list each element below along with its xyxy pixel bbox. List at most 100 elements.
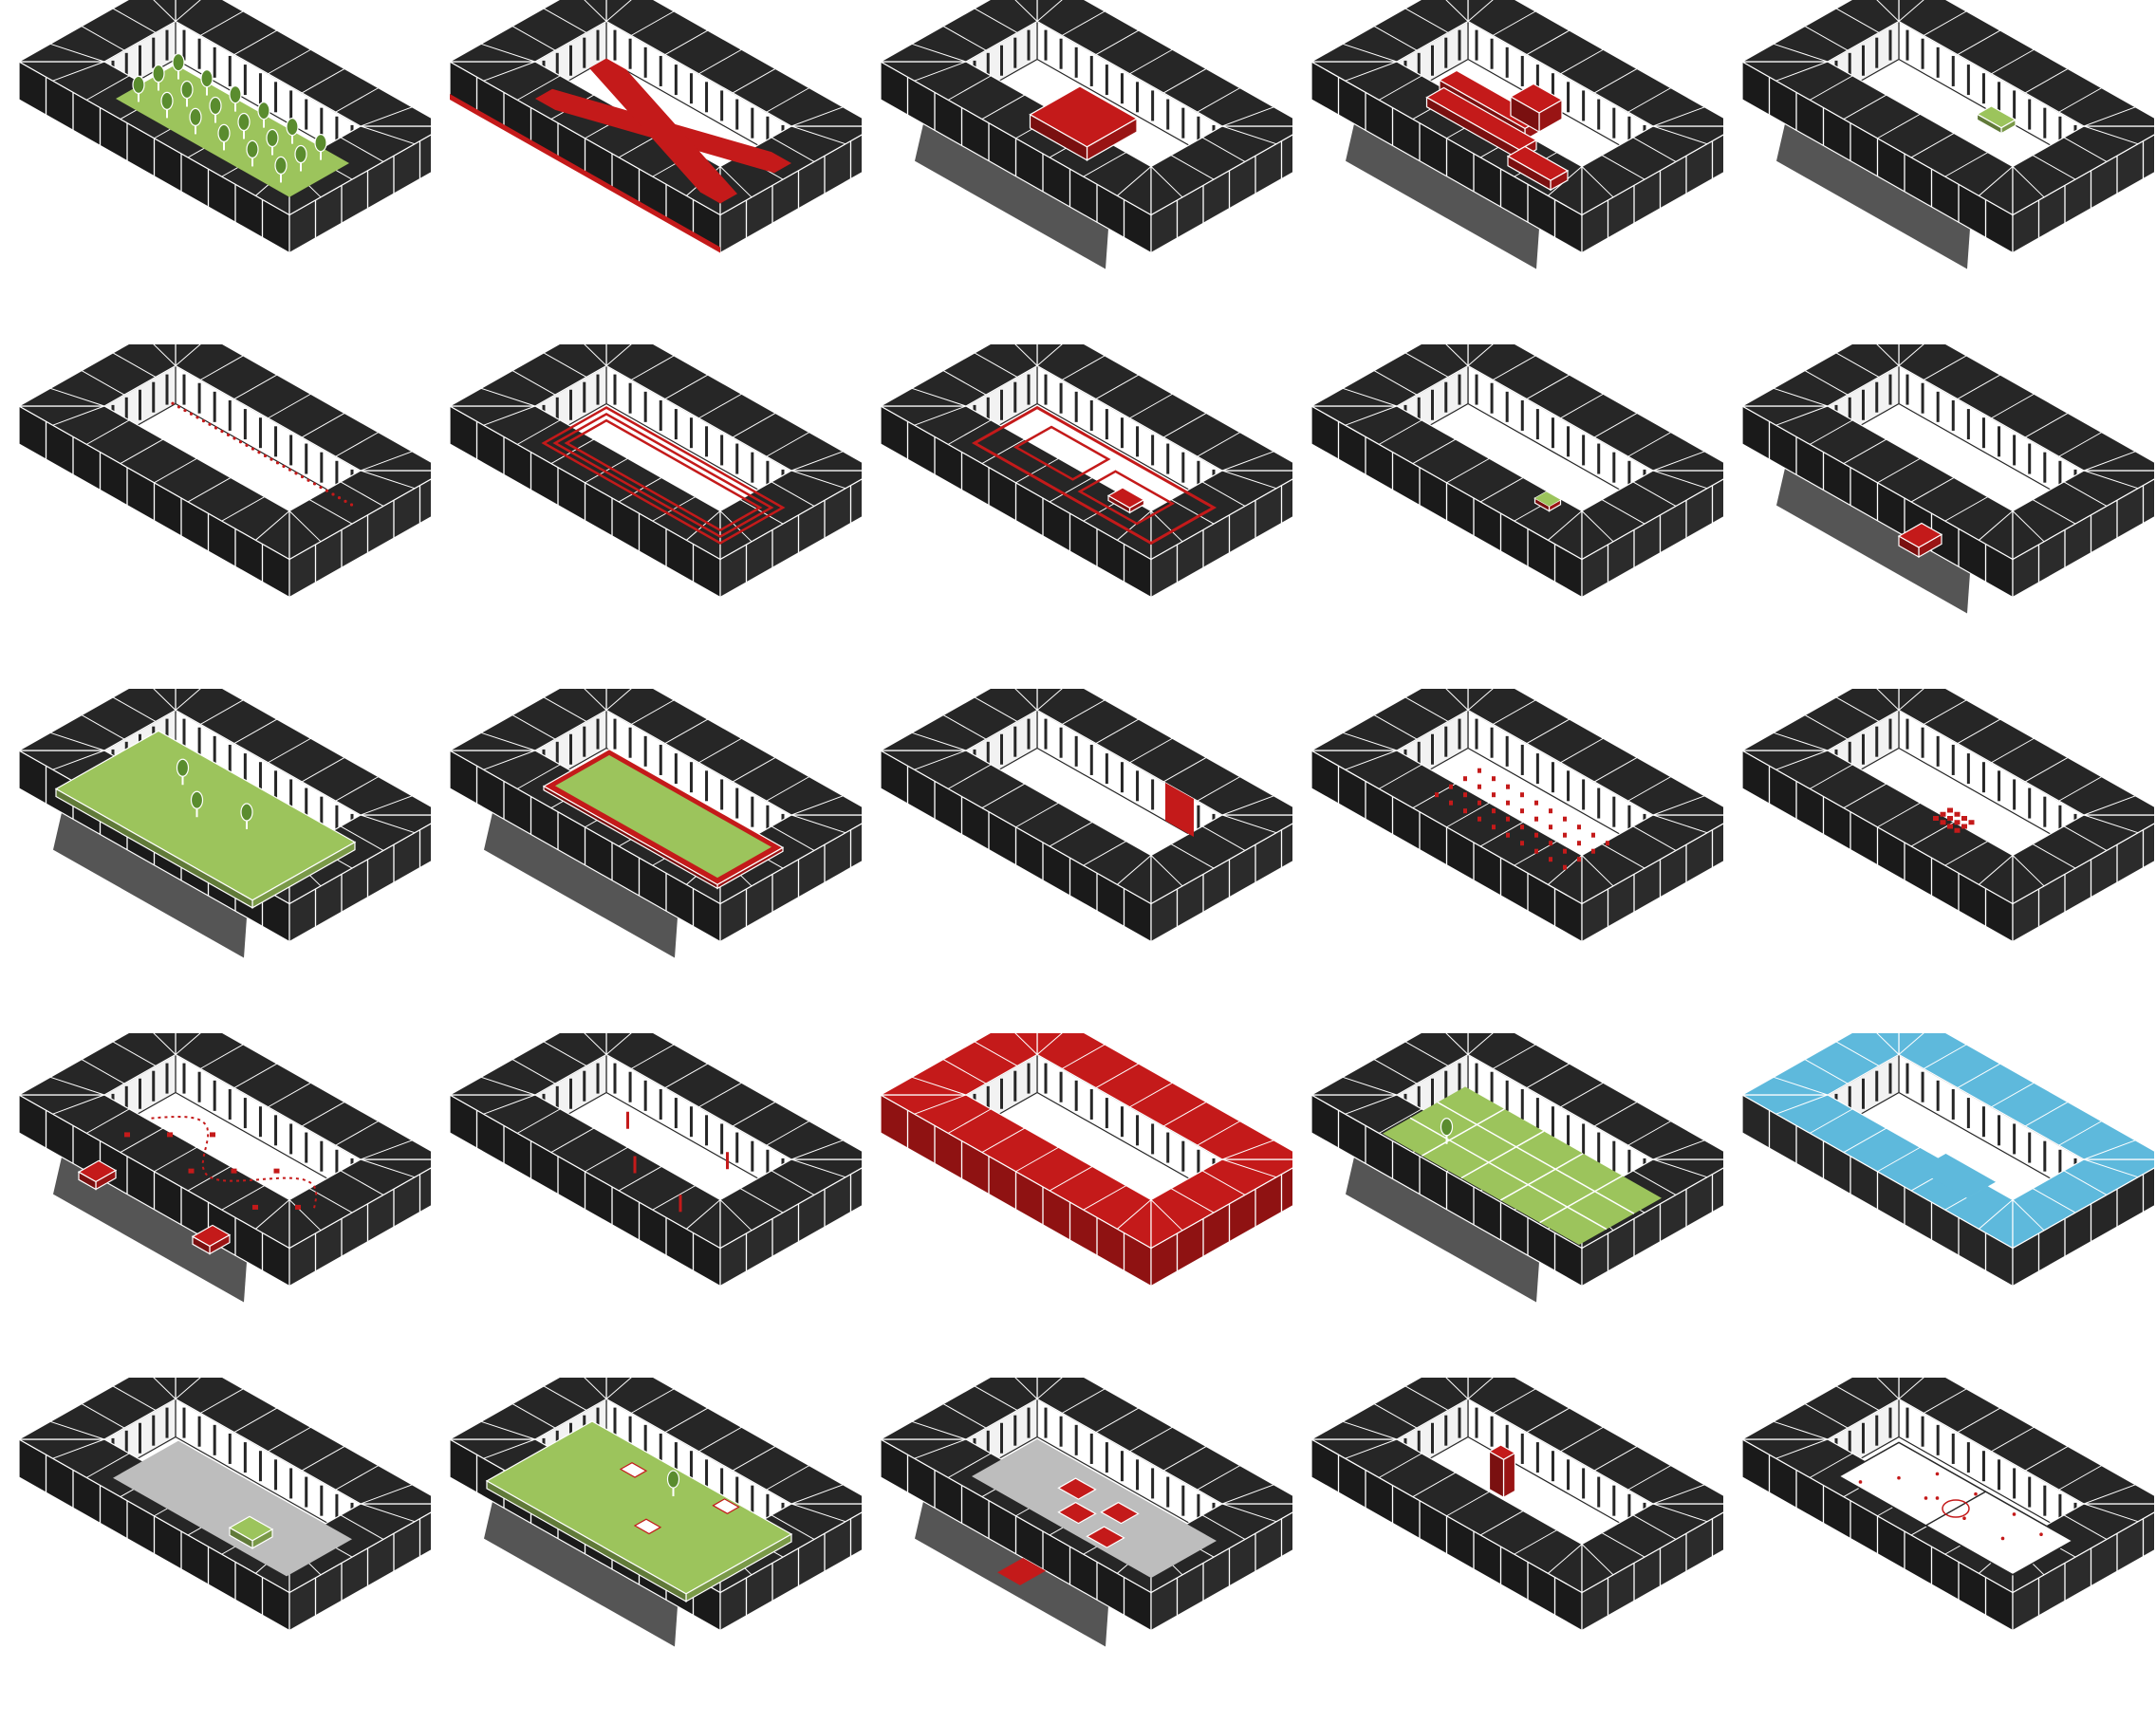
diagram-green-grid-field	[1292, 1033, 1723, 1378]
red-seat	[1577, 857, 1581, 862]
player-dot	[1936, 1496, 1940, 1500]
red-tower	[1490, 1445, 1515, 1497]
red-table	[1947, 824, 1953, 829]
red-seat	[1506, 817, 1510, 822]
red-node	[167, 1132, 173, 1137]
red-seat	[1492, 824, 1496, 829]
red-tower-side-b	[1490, 1452, 1504, 1498]
tree-icon	[247, 140, 258, 157]
red-dot	[270, 458, 272, 461]
diagram-red-tower	[1292, 1378, 1723, 1722]
red-seat	[1520, 841, 1524, 845]
red-dot	[282, 465, 285, 468]
tree-icon	[201, 70, 213, 87]
diagram-tile	[0, 689, 431, 1033]
diagram-tile	[0, 344, 431, 689]
tree-icon	[230, 86, 241, 103]
red-seat	[1478, 785, 1481, 789]
red-dot	[208, 423, 211, 426]
courtyard-block	[19, 1378, 431, 1631]
tree-icon	[258, 102, 270, 120]
diagram-small-red-kiosk	[1292, 344, 1723, 689]
tree-icon	[275, 157, 287, 174]
red-dot	[264, 454, 267, 457]
player-dot	[1936, 1473, 1940, 1476]
courtyard-block	[881, 689, 1292, 942]
courtyard-block	[881, 1033, 1292, 1287]
diagram-red-posts	[431, 1033, 862, 1378]
diagram-tile	[431, 689, 862, 1033]
tree-icon	[210, 98, 221, 115]
tree-icon	[1441, 1119, 1453, 1136]
red-table	[1961, 816, 1967, 821]
red-table	[1947, 816, 1953, 821]
diagram-red-seating-rows	[1292, 689, 1723, 1033]
red-table	[1941, 812, 1946, 817]
diagram-tile	[1292, 1033, 1723, 1378]
courtyard-block	[1742, 1378, 2154, 1631]
courtyard-block	[881, 1378, 1292, 1647]
red-seat	[1520, 792, 1524, 797]
red-dot	[331, 492, 334, 495]
red-dot	[227, 434, 230, 436]
red-seat	[1506, 833, 1510, 838]
diagram-football-pitch	[1723, 1378, 2154, 1722]
red-table	[1947, 808, 1953, 813]
player-dot	[1962, 1516, 1966, 1520]
diagram-tile	[0, 0, 431, 344]
red-node	[252, 1205, 258, 1210]
red-seat	[1463, 776, 1467, 781]
diagram-red-table-cluster	[1723, 689, 2154, 1033]
red-table	[1969, 820, 1975, 824]
red-dot	[177, 405, 180, 408]
red-dot	[195, 416, 198, 418]
red-dot	[307, 479, 309, 482]
courtyard-block	[1742, 344, 2154, 614]
courtyard-block	[19, 689, 431, 958]
red-seat	[1563, 817, 1567, 822]
diagram-tile	[1292, 689, 1723, 1033]
player-dot	[1897, 1476, 1901, 1480]
red-dot	[350, 503, 353, 506]
red-seat	[1435, 792, 1439, 797]
red-seat	[1449, 801, 1453, 806]
player-dot	[1974, 1492, 1978, 1496]
red-dot	[276, 461, 279, 464]
tree-icon	[238, 114, 250, 131]
diagram-tile	[431, 1378, 862, 1722]
tree-icon	[267, 130, 278, 147]
red-seat	[1520, 808, 1524, 813]
red-node	[210, 1132, 215, 1137]
diagram-tile	[862, 1033, 1292, 1378]
player-dot	[1924, 1496, 1928, 1500]
red-seat	[1563, 849, 1567, 854]
diagram-green-roof-with-voids	[431, 1378, 862, 1722]
red-seat	[1591, 849, 1595, 854]
diagram-red-facade-segment	[862, 689, 1292, 1033]
courtyard-block	[1742, 0, 2154, 269]
red-node	[274, 1169, 280, 1174]
courtyard-block	[450, 689, 862, 958]
diagram-tile	[431, 0, 862, 344]
tree-icon	[295, 146, 307, 163]
diagram-green-field-red-frame	[431, 689, 862, 1033]
red-seat	[1478, 769, 1481, 773]
red-seat	[1506, 801, 1510, 806]
diagram-tile	[1292, 1378, 1723, 1722]
diagram-red-dotted-route	[0, 1033, 431, 1378]
diagram-red-plot-lines	[862, 344, 1292, 689]
diagram-tile	[0, 1033, 431, 1378]
red-node	[189, 1169, 195, 1174]
red-seat	[1606, 841, 1609, 845]
diagram-tile	[1292, 344, 1723, 689]
red-seat	[1577, 824, 1581, 829]
diagram-green-park-with-trees	[0, 0, 431, 344]
courtyard-block	[450, 1378, 862, 1647]
tree-icon	[161, 92, 173, 109]
red-tower-side-a	[1504, 1454, 1515, 1498]
diagram-tile	[862, 1378, 1292, 1722]
red-dot	[232, 436, 235, 439]
diagram-none	[862, 1033, 1292, 1378]
red-table	[1941, 820, 1946, 824]
red-seat	[1534, 801, 1538, 806]
